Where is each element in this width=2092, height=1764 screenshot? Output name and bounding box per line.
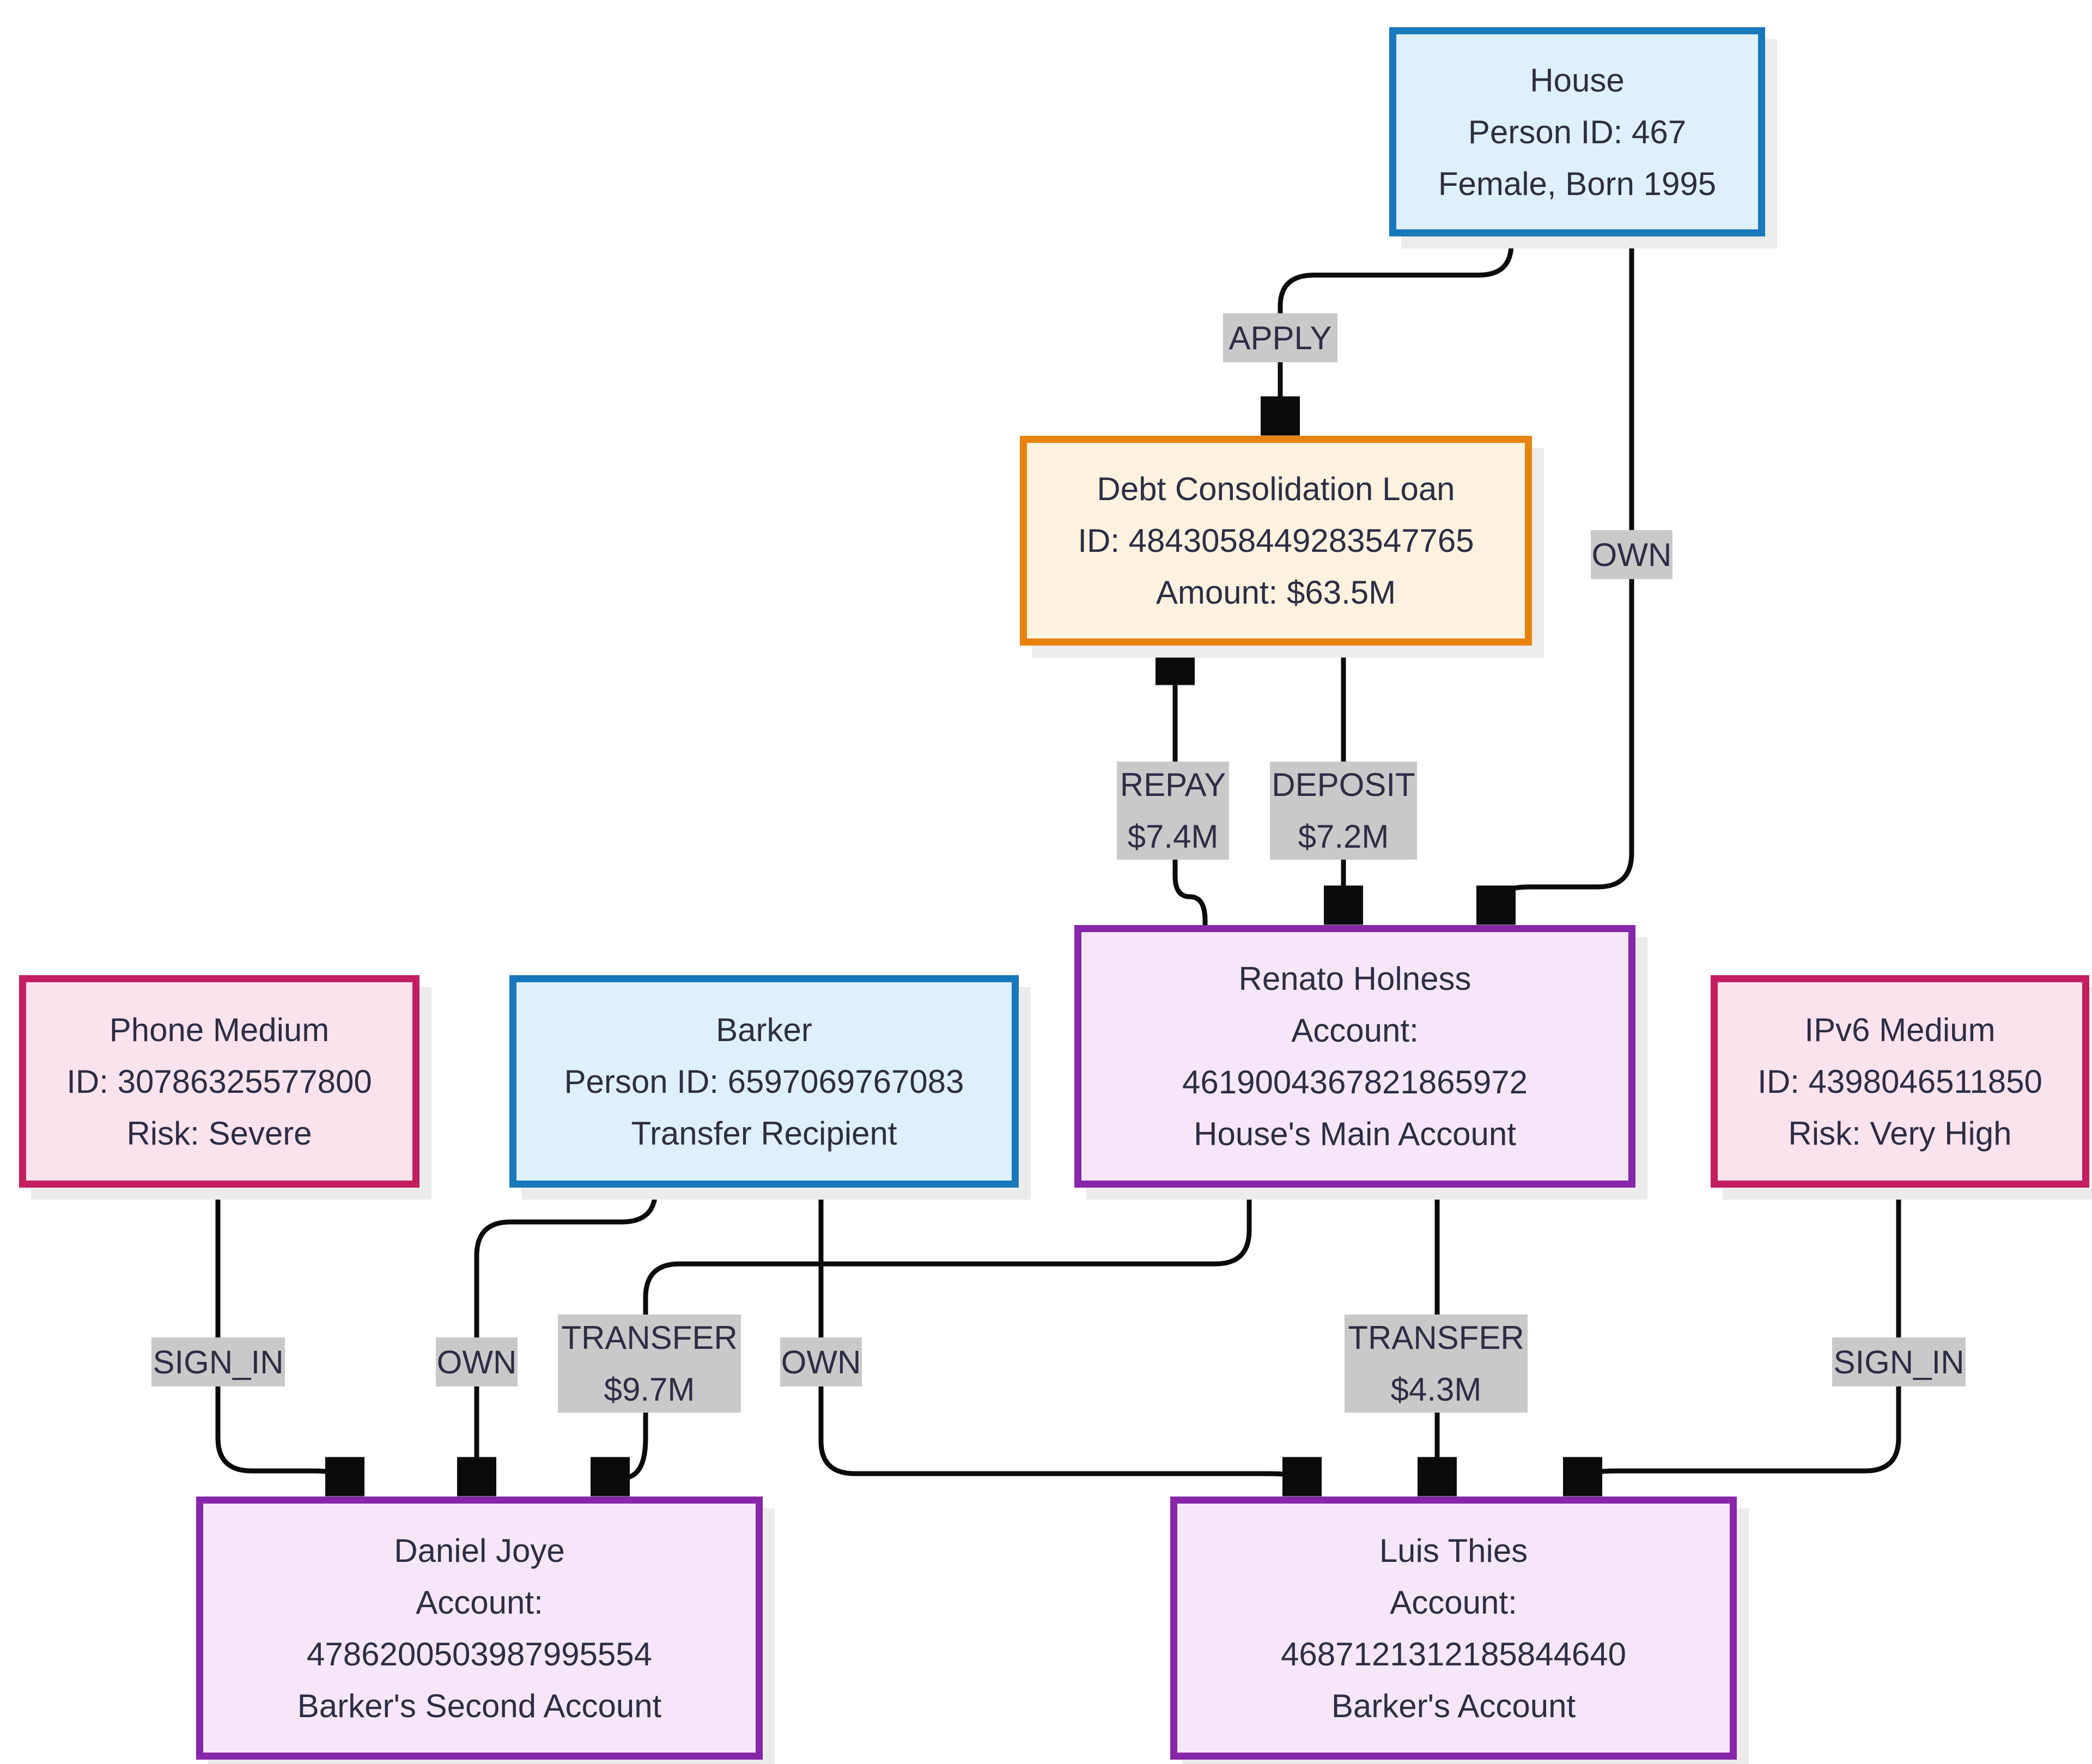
edge-label-own-house-text: OWN xyxy=(1591,536,1672,573)
node-renato-holness-account: Renato Holness Account: 4619004367821865… xyxy=(1074,925,1635,1188)
node-loan-id: ID: 4843058449283547765 xyxy=(1078,522,1474,559)
edge-label-transfer-daniel-text: TRANSFER xyxy=(561,1319,738,1356)
node-loan-title: Debt Consolidation Loan xyxy=(1097,471,1455,507)
node-house-detail: Female, Born 1995 xyxy=(1438,165,1717,202)
node-luis-account-label: Account: xyxy=(1390,1584,1517,1621)
node-phone-medium: Phone Medium ID: 30786325577800 Risk: Se… xyxy=(19,975,419,1188)
edge-sign-in-phone xyxy=(215,1188,345,1485)
node-daniel-account-label: Account: xyxy=(416,1584,543,1621)
node-loan-amount: Amount: $63.5M xyxy=(1156,574,1396,611)
node-house-title: House xyxy=(1530,62,1625,99)
edge-label-transfer-daniel: TRANSFER $9.7M xyxy=(558,1315,741,1413)
node-barker-id: Person ID: 6597069767083 xyxy=(564,1063,964,1100)
edge-label-transfer-luis-text: TRANSFER xyxy=(1348,1319,1524,1356)
edge-label-own-barker-luis: OWN xyxy=(780,1337,862,1386)
edge-label-sign-in-ipv6-text: SIGN_IN xyxy=(1833,1343,1965,1380)
node-luis-detail: Barker's Account xyxy=(1331,1687,1576,1724)
node-ipv6-id: ID: 4398046511850 xyxy=(1757,1063,2042,1100)
edge-transfer-daniel xyxy=(610,1188,1252,1485)
edge-label-own-barker-daniel: OWN xyxy=(436,1337,518,1386)
edge-sign-in-ipv6 xyxy=(1583,1188,1901,1485)
edge-label-own-house: OWN xyxy=(1591,530,1673,579)
edge-label-apply-text: APPLY xyxy=(1229,319,1332,356)
node-luis-account-number: 4687121312185844640 xyxy=(1280,1635,1626,1672)
edge-label-transfer-daniel-amount: $9.7M xyxy=(604,1371,695,1408)
edge-own-barker-luis xyxy=(818,1188,1302,1485)
node-barker-detail: Transfer Recipient xyxy=(631,1115,897,1152)
edge-label-deposit: DEPOSIT $7.2M xyxy=(1270,762,1417,860)
node-daniel-title: Daniel Joye xyxy=(394,1532,565,1569)
node-daniel-detail: Barker's Second Account xyxy=(297,1687,662,1724)
edge-label-own-barker-luis-text: OWN xyxy=(781,1343,861,1380)
node-ipv6-medium: IPv6 Medium ID: 4398046511850 Risk: Very… xyxy=(1711,975,2089,1188)
edge-own-house xyxy=(1496,236,1634,913)
node-barker: Barker Person ID: 6597069767083 Transfer… xyxy=(509,975,1019,1188)
node-luis-thies-account: Luis Thies Account: 4687121312185844640 … xyxy=(1170,1497,1737,1760)
edge-apply xyxy=(1280,236,1514,424)
edge-label-sign-in-ipv6: SIGN_IN xyxy=(1832,1337,1966,1386)
node-daniel-joye-account: Daniel Joye Account: 4786200503987995554… xyxy=(196,1497,763,1760)
node-renato-title: Renato Holness xyxy=(1238,960,1471,997)
node-renato-account-number: 4619004367821865972 xyxy=(1182,1064,1528,1100)
edge-label-transfer-luis-amount: $4.3M xyxy=(1390,1371,1482,1408)
node-barker-title: Barker xyxy=(716,1011,812,1048)
edge-label-apply: APPLY xyxy=(1223,313,1337,362)
node-phone-title: Phone Medium xyxy=(109,1011,330,1048)
edge-label-own-barker-daniel-text: OWN xyxy=(436,1343,517,1380)
edge-label-sign-in-phone-text: SIGN_IN xyxy=(153,1343,284,1380)
node-renato-account-label: Account: xyxy=(1291,1012,1419,1049)
edge-label-transfer-luis: TRANSFER $4.3M xyxy=(1345,1315,1528,1413)
node-phone-risk: Risk: Severe xyxy=(126,1115,312,1152)
edge-own-barker-daniel xyxy=(477,1188,658,1485)
edge-label-sign-in-phone: SIGN_IN xyxy=(151,1337,285,1386)
edge-label-deposit-amount: $7.2M xyxy=(1298,818,1389,855)
node-renato-detail: House's Main Account xyxy=(1194,1116,1516,1152)
edge-label-repay: REPAY $7.4M xyxy=(1117,762,1229,860)
node-luis-title: Luis Thies xyxy=(1379,1532,1528,1569)
node-ipv6-risk: Risk: Very High xyxy=(1788,1115,2012,1152)
edge-label-deposit-text: DEPOSIT xyxy=(1272,767,1415,803)
node-ipv6-title: IPv6 Medium xyxy=(1804,1011,1996,1048)
node-phone-id: ID: 30786325577800 xyxy=(66,1063,372,1100)
edge-label-repay-amount: $7.4M xyxy=(1127,818,1219,855)
node-house-id: Person ID: 467 xyxy=(1468,113,1687,150)
node-house: House Person ID: 467 Female, Born 1995 xyxy=(1389,27,1765,236)
node-daniel-account-number: 4786200503987995554 xyxy=(306,1635,652,1672)
edge-repay xyxy=(1175,658,1208,925)
edge-label-repay-text: REPAY xyxy=(1120,767,1226,803)
node-debt-consolidation-loan: Debt Consolidation Loan ID: 484305844928… xyxy=(1020,436,1532,646)
